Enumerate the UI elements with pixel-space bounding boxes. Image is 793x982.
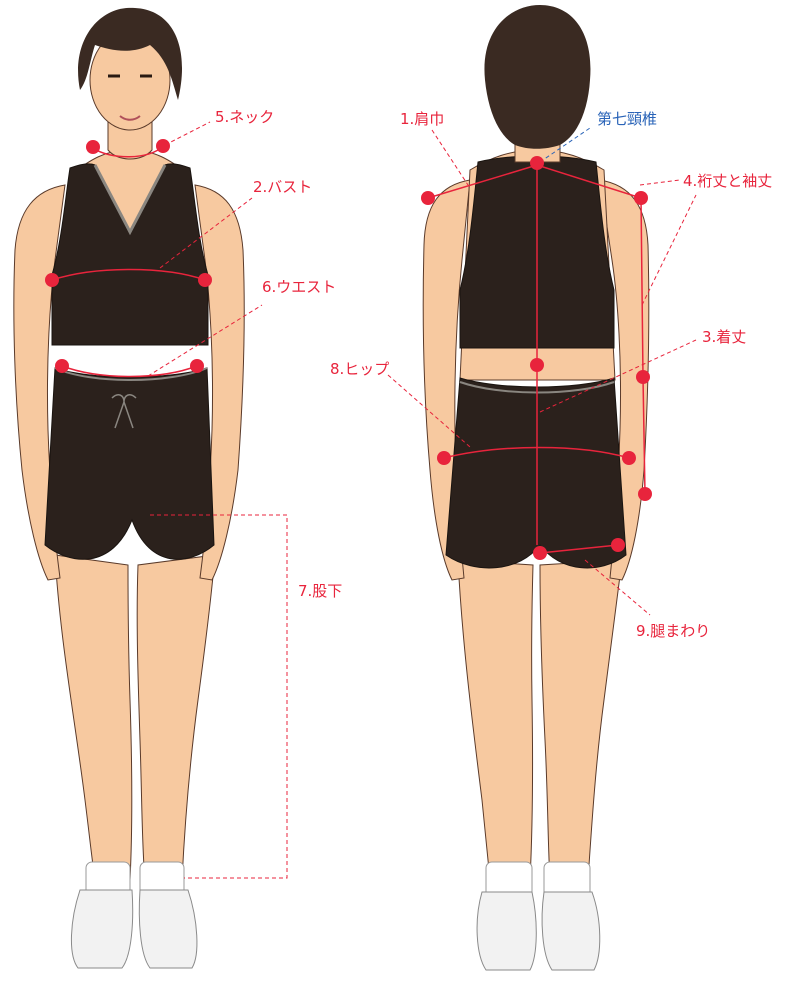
waist-point-left: [55, 359, 69, 373]
front-drawstring: [111, 394, 137, 429]
neck-leader: [164, 121, 211, 146]
label-c7: 第七頸椎: [597, 110, 658, 128]
back-figure: [422, 5, 650, 971]
neck-point-right: [156, 139, 170, 153]
front-figure: [13, 7, 245, 969]
hip-point-right: [622, 451, 636, 465]
label-length: 3.着丈: [702, 328, 747, 346]
thigh-point-left: [533, 546, 547, 560]
front-top-neckline-trim: [93, 164, 167, 236]
label-neck: 5.ネック: [215, 108, 275, 126]
front-mouth: [119, 115, 141, 121]
back-hair: [484, 5, 591, 149]
label-bust: 2.バスト: [253, 178, 313, 196]
label-thigh: 9.腿まわり: [636, 622, 711, 640]
thigh-leader: [584, 559, 651, 616]
length-leader: [539, 339, 697, 413]
waist-leader: [147, 304, 263, 377]
sleeve-leader-2: [641, 194, 697, 306]
front-crop-top: [51, 163, 209, 346]
shoulder-point-right: [634, 191, 648, 205]
label-shoulder: 1.肩巾: [400, 110, 445, 128]
bust-point-left: [45, 273, 59, 287]
bust-point-right: [198, 273, 212, 287]
inseam-bracket: [150, 514, 288, 879]
front-right-leg: [136, 554, 216, 881]
shoulder-point-left: [421, 191, 435, 205]
back-left-shoe: [476, 891, 537, 971]
leader-lines: [147, 121, 697, 879]
label-sleeve: 4.裄丈と袖丈: [683, 172, 773, 190]
sleeve-leader: [639, 179, 681, 186]
hip-curve: [443, 446, 630, 459]
c7-leader: [539, 127, 591, 163]
back-shorts: [445, 377, 627, 569]
bust-leader: [159, 197, 253, 269]
thigh-point-right: [611, 538, 625, 552]
back-right-shoe: [541, 891, 601, 971]
waist-point-right: [190, 359, 204, 373]
length-point: [530, 358, 544, 372]
back-left-arm: [422, 179, 471, 581]
measurement-points: [45, 139, 652, 560]
front-shorts: [44, 367, 215, 560]
hip-point-left: [437, 451, 451, 465]
front-left-shoe: [71, 889, 134, 969]
front-shorts-waistband: [54, 367, 208, 381]
elbow-point: [636, 370, 650, 384]
back-right-arm: [599, 179, 650, 581]
label-waist: 6.ウエスト: [262, 278, 337, 296]
label-inseam: 7.股下: [298, 582, 343, 600]
front-right-shoe: [138, 889, 198, 969]
shoulder-leader: [431, 129, 469, 186]
thigh-line: [539, 544, 619, 554]
c7-point: [530, 156, 544, 170]
front-hair: [78, 7, 183, 100]
front-left-leg: [54, 554, 133, 881]
front-right-arm: [194, 184, 245, 581]
bust-curve: [51, 268, 206, 281]
neck-point-left: [86, 140, 100, 154]
wrist-point: [638, 487, 652, 501]
label-hip: 8.ヒップ: [330, 360, 390, 378]
waist-curve: [61, 365, 198, 378]
back-left-leg: [457, 559, 534, 881]
back-right-leg: [539, 559, 623, 881]
